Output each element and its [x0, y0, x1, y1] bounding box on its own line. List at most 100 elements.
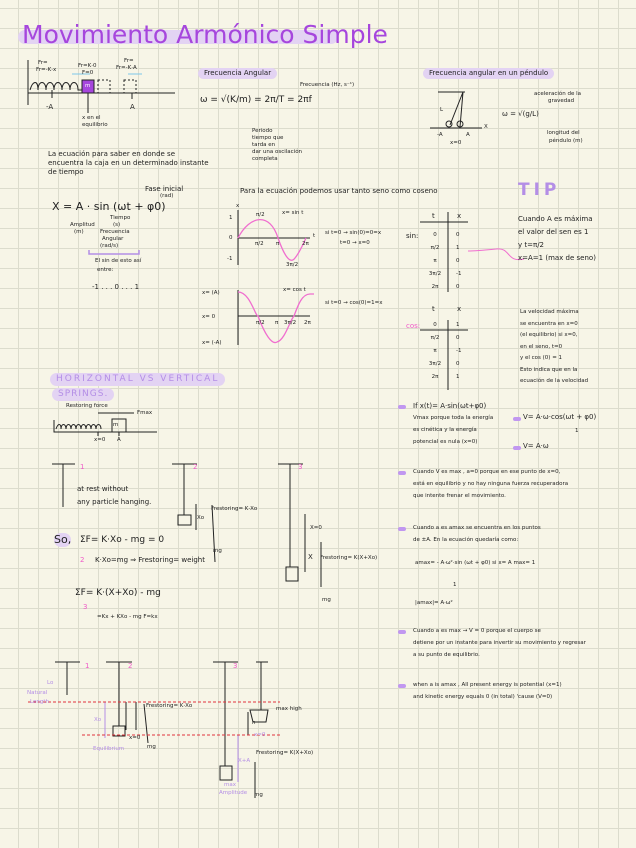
pendulum-diagram — [430, 91, 482, 129]
bottom-x-zero: x=0 — [129, 735, 141, 741]
position-equation: X = A · sin (ωt + φ0) — [52, 200, 166, 213]
phase-unit: (rad) — [160, 193, 174, 199]
cell: 1 — [456, 245, 460, 251]
step-3-circle: 3 — [83, 603, 88, 611]
bottom-step-2: 2 — [128, 662, 133, 670]
equilibrium-condition: K·Xo=mg ⇒ Frestoring= weight — [95, 556, 205, 564]
x-zero-label-3: X=0 — [310, 525, 322, 531]
length-label: longitud del — [547, 130, 580, 136]
x-label-3: X — [308, 553, 313, 561]
bullet — [398, 405, 406, 409]
bullet — [398, 630, 406, 634]
bullet — [398, 684, 406, 688]
table-row: π-1 — [428, 348, 461, 361]
sine-y-neg1: -1 — [227, 256, 233, 262]
horizontal-spring — [53, 412, 157, 436]
text-line: detiene por un instante para invertir su… — [413, 640, 586, 646]
sine-y-0: 0 — [229, 235, 233, 241]
force-zero-b: F=0 — [82, 70, 94, 76]
range-values: -1 . . . 0 . . . 1 — [92, 283, 140, 291]
text-line: y el cos (0) = 1 — [520, 355, 563, 361]
text-line: encuentra la caja en un determinado inst… — [48, 158, 209, 167]
amax-equation: amax= - A·ω²·sin (ωt + φ0) si x= A max= … — [415, 560, 536, 566]
rest-note-2: any particle hanging. — [77, 498, 152, 506]
force-neg-x: Fr=-K·x — [36, 67, 57, 73]
step-2: 2 — [193, 463, 198, 471]
sine-y-1: 1 — [229, 215, 233, 221]
text-line: a su punto de equilibrio. — [413, 652, 480, 658]
horizontal-spring-diagram — [27, 60, 175, 113]
cell: 3π/2 — [428, 361, 442, 367]
restoring-force-label: Restoring force — [66, 403, 108, 409]
text-line: está en equilibrio y no hay ninguna fuer… — [413, 481, 569, 487]
sine-tick-3pi2: 3π/2 — [286, 262, 299, 268]
lo-label: Lo — [47, 680, 54, 686]
pendulum-zero: x=0 — [450, 140, 462, 146]
bullet-vmax: If x(t)= A·sin(ωt+φ0) Vmax porque toda l… — [413, 400, 493, 448]
cell: 0 — [456, 232, 460, 238]
text-line: tiempo que — [252, 134, 284, 141]
neg-a-label: -A — [46, 103, 54, 111]
frestoring-kxo: Frestoring= K·Xo — [211, 506, 258, 512]
pendulum-l: L — [440, 107, 444, 113]
step-3: 3 — [298, 463, 303, 471]
freq-label: Frecuencia — [100, 229, 130, 235]
step-2-circle: 2 — [80, 556, 85, 564]
phase-label: Fase inicial — [145, 185, 184, 193]
xa-label: X+A — [238, 758, 251, 764]
cell: 0 — [456, 284, 460, 290]
bullet-energy: when a is amax , All present energy is p… — [413, 679, 562, 703]
mg-label: mg — [213, 548, 222, 554]
bottom-frestoring-kxxo: Frestoring= K(X+Xo) — [256, 750, 314, 756]
pendulum-x: X — [484, 124, 488, 130]
bullet — [398, 471, 406, 475]
range-note-2: entre: — [97, 267, 114, 273]
bullet-v-zero: Cuando a es max → V = 0 porque el cuerpo… — [413, 625, 586, 661]
bottom-step-3: 3 — [233, 662, 238, 670]
cos-tick-pi2: π/2 — [256, 320, 265, 326]
pendulum-neg-a: -A — [437, 132, 443, 138]
cell: 1 — [456, 322, 460, 328]
natural-label: Natural — [27, 690, 48, 696]
a-label: A — [117, 437, 121, 443]
sin-header-t: t — [432, 212, 435, 220]
velocity-equation: V= A·ω·cos(ωt + φ0) — [523, 413, 597, 421]
velocity-note: La velocidad máxima se encuentra en x=0 … — [520, 307, 588, 388]
brace — [88, 250, 140, 255]
text-line: La velocidad máxima — [520, 309, 579, 315]
bottom-frestoring-kxo: Frestoring= K·Xo — [146, 703, 193, 709]
text-line: que intente frenar el movimiento. — [413, 493, 506, 499]
xo-bottom: Xo — [94, 717, 102, 723]
bottom-mg: mg — [147, 744, 156, 750]
bullet — [513, 417, 521, 421]
cell: 0 — [433, 322, 437, 328]
sine-tick-2pi: 2π — [302, 241, 309, 247]
bullet-amax: Cuando a es amax se encuentra en los pun… — [413, 522, 541, 546]
text-line: Esto indica que en la — [520, 366, 578, 373]
simplified-force: =Kx + KXo - mg F=kx — [97, 614, 158, 620]
frestoring-kxxo: Frestoring= K(X+Xo) — [320, 555, 378, 561]
table-lines — [420, 212, 468, 390]
cosine-label: x= cos t — [283, 287, 306, 293]
cos-table-label: cos: — [406, 322, 421, 330]
bullet — [398, 527, 406, 531]
sum-forces-2: ΣF= K·(X+Xo) - mg — [75, 588, 161, 598]
bottom-mg-3: mg — [254, 792, 263, 798]
bottom-x-zero-3: x=0 — [254, 732, 266, 738]
cell: -1 — [456, 348, 462, 354]
sine-x-axis: x — [236, 203, 240, 209]
cell: 0 — [433, 232, 437, 238]
cell: 0 — [456, 361, 460, 367]
mass-label: m — [113, 422, 119, 428]
amax-abs: |amax|= A·ω² — [415, 600, 453, 606]
text-line: Cuando V es max , a=0 porque en ese punt… — [413, 469, 561, 475]
graphs-intro: Para la ecuación podemos usar tanto seno… — [240, 187, 438, 195]
text-line: de tiempo — [48, 167, 84, 176]
cos-tick-2pi: 2π — [304, 320, 311, 326]
range-note: El sin de esto así — [95, 258, 142, 264]
pendulum-a: A — [466, 132, 470, 138]
sine-t-axis: t — [313, 233, 316, 239]
bottom-spring-diagrams — [28, 661, 280, 798]
